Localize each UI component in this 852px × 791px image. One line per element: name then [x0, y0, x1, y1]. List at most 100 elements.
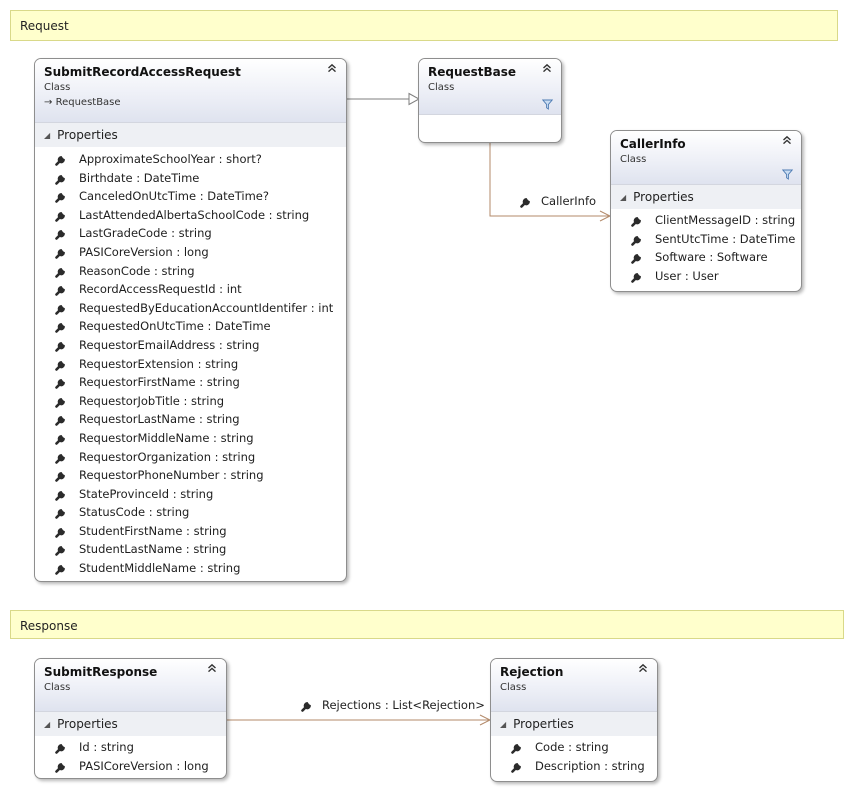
- section-expand-triangle-icon[interactable]: ◢: [500, 720, 507, 729]
- property-member[interactable]: RequestorJobTitle : string: [35, 392, 346, 411]
- class-kind: Class: [620, 154, 647, 165]
- rejections-association-label[interactable]: Rejections : List<Rejection>: [301, 698, 485, 712]
- property-member[interactable]: ApproximateSchoolYear : short?: [35, 150, 346, 169]
- properties-section-header[interactable]: ◢ Properties: [35, 123, 346, 147]
- wrench-icon: [55, 487, 69, 501]
- collapse-chevron-icon[interactable]: [541, 62, 553, 74]
- property-signature: RecordAccessRequestId : int: [79, 282, 242, 297]
- property-member[interactable]: CanceledOnUtcTime : DateTime?: [35, 187, 346, 206]
- property-signature: PASICoreVersion : long: [79, 244, 209, 259]
- property-member[interactable]: Id : string: [35, 738, 226, 757]
- property-member[interactable]: ReasonCode : string: [35, 262, 346, 281]
- property-member[interactable]: StateProvinceId : string: [35, 485, 346, 504]
- wrench-icon: [55, 524, 69, 538]
- property-member[interactable]: RecordAccessRequestId : int: [35, 280, 346, 299]
- wrench-icon: [55, 264, 69, 278]
- wrench-icon: [55, 431, 69, 445]
- property-signature: LastGradeCode : string: [79, 226, 212, 241]
- property-member[interactable]: RequestorEmailAddress : string: [35, 336, 346, 355]
- wrench-icon: [55, 357, 69, 371]
- property-member[interactable]: RequestorExtension : string: [35, 355, 346, 374]
- property-signature: CanceledOnUtcTime : DateTime?: [79, 189, 269, 204]
- property-member[interactable]: RequestorFirstName : string: [35, 373, 346, 392]
- property-member[interactable]: ClientMessageID : string: [611, 211, 801, 230]
- wrench-icon: [55, 740, 69, 754]
- association-name: Rejections : List<Rejection>: [322, 698, 485, 712]
- property-member[interactable]: PASICoreVersion : long: [35, 243, 346, 262]
- property-signature: SentUtcTime : DateTime: [655, 231, 796, 246]
- property-member[interactable]: SentUtcTime : DateTime: [611, 230, 801, 249]
- base-class-name: RequestBase: [55, 97, 121, 108]
- wrench-icon: [55, 394, 69, 408]
- collapse-chevron-icon[interactable]: [781, 134, 793, 146]
- section-expand-triangle-icon[interactable]: ◢: [44, 720, 51, 729]
- property-member[interactable]: RequestedByEducationAccountIdentifer : i…: [35, 299, 346, 318]
- property-member[interactable]: StudentLastName : string: [35, 540, 346, 559]
- property-signature: RequestorOrganization : string: [79, 449, 256, 464]
- submit-record-access-request-class[interactable]: SubmitRecordAccessRequest Class → Reques…: [34, 58, 347, 582]
- wrench-icon: [301, 698, 315, 712]
- inherit-arrow-icon: →: [44, 97, 53, 108]
- properties-section-label: Properties: [57, 128, 118, 142]
- response-group[interactable]: Response: [10, 610, 844, 639]
- collapse-chevron-icon[interactable]: [206, 662, 218, 674]
- properties-section-label: Properties: [57, 717, 118, 731]
- wrench-icon: [55, 468, 69, 482]
- property-signature: StudentMiddleName : string: [79, 561, 241, 576]
- section-expand-triangle-icon[interactable]: ◢: [620, 193, 627, 202]
- wrench-icon: [55, 450, 69, 464]
- property-signature: StudentLastName : string: [79, 542, 227, 557]
- callerinfo-association-label[interactable]: CallerInfo: [520, 194, 596, 208]
- collapse-chevron-icon[interactable]: [637, 662, 649, 674]
- property-member[interactable]: RequestorMiddleName : string: [35, 429, 346, 448]
- property-member[interactable]: User : User: [611, 267, 801, 286]
- request-group[interactable]: Request: [10, 10, 838, 41]
- collapse-chevron-icon[interactable]: [326, 62, 338, 74]
- property-member[interactable]: LastGradeCode : string: [35, 224, 346, 243]
- properties-section-header[interactable]: ◢Properties: [491, 712, 657, 736]
- response-group-title: Response: [20, 619, 78, 633]
- request-group-title: Request: [20, 19, 69, 33]
- wrench-icon: [55, 245, 69, 259]
- property-signature: RequestorPhoneNumber : string: [79, 468, 264, 483]
- property-member[interactable]: StatusCode : string: [35, 503, 346, 522]
- callerinfo-association-line: [489, 143, 609, 217]
- property-member[interactable]: Software : Software: [611, 248, 801, 267]
- property-signature: Software : Software: [655, 250, 768, 265]
- property-signature: Code : string: [535, 740, 609, 754]
- property-member[interactable]: RequestorPhoneNumber : string: [35, 466, 346, 485]
- section-expand-triangle-icon[interactable]: ◢: [44, 131, 51, 140]
- class-header: Rejection Class: [491, 659, 657, 712]
- property-member[interactable]: PASICoreVersion : long: [35, 757, 226, 776]
- property-member[interactable]: Description : string: [491, 757, 657, 776]
- wrench-icon: [55, 226, 69, 240]
- class-name: RequestBase: [428, 65, 517, 79]
- class-kind: Class: [44, 682, 71, 693]
- property-member[interactable]: RequestorLastName : string: [35, 410, 346, 429]
- rejection-class[interactable]: Rejection Class ◢Properties Code : strin…: [490, 658, 658, 782]
- property-member[interactable]: Birthdate : DateTime: [35, 169, 346, 188]
- properties-section-header[interactable]: ◢ Properties: [35, 712, 226, 736]
- properties-section-header[interactable]: ◢ Properties: [611, 185, 801, 209]
- wrench-icon: [631, 232, 645, 246]
- properties-section-label: Properties: [633, 190, 694, 204]
- class-header: RequestBase Class: [419, 59, 561, 115]
- property-member[interactable]: Code : string: [491, 738, 657, 757]
- wrench-icon: [511, 759, 525, 773]
- wrench-icon: [631, 269, 645, 283]
- property-signature: RequestorJobTitle : string: [79, 393, 225, 408]
- request-base-class[interactable]: RequestBase Class: [418, 58, 562, 143]
- submit-response-class[interactable]: SubmitResponse Class ◢Properties Id : st…: [34, 658, 227, 779]
- wrench-icon: [55, 759, 69, 773]
- property-member[interactable]: RequestorOrganization : string: [35, 448, 346, 467]
- wrench-icon: [55, 282, 69, 296]
- filter-icon[interactable]: [782, 169, 793, 180]
- class-kind: Class: [500, 682, 527, 693]
- property-member[interactable]: StudentFirstName : string: [35, 522, 346, 541]
- wrench-icon: [55, 505, 69, 519]
- property-member[interactable]: RequestedOnUtcTime : DateTime: [35, 317, 346, 336]
- filter-icon[interactable]: [542, 99, 553, 110]
- property-member[interactable]: StudentMiddleName : string: [35, 559, 346, 578]
- caller-info-class[interactable]: CallerInfo Class ◢Properties ClientMessa…: [610, 130, 802, 292]
- property-member[interactable]: LastAttendedAlbertaSchoolCode : string: [35, 206, 346, 225]
